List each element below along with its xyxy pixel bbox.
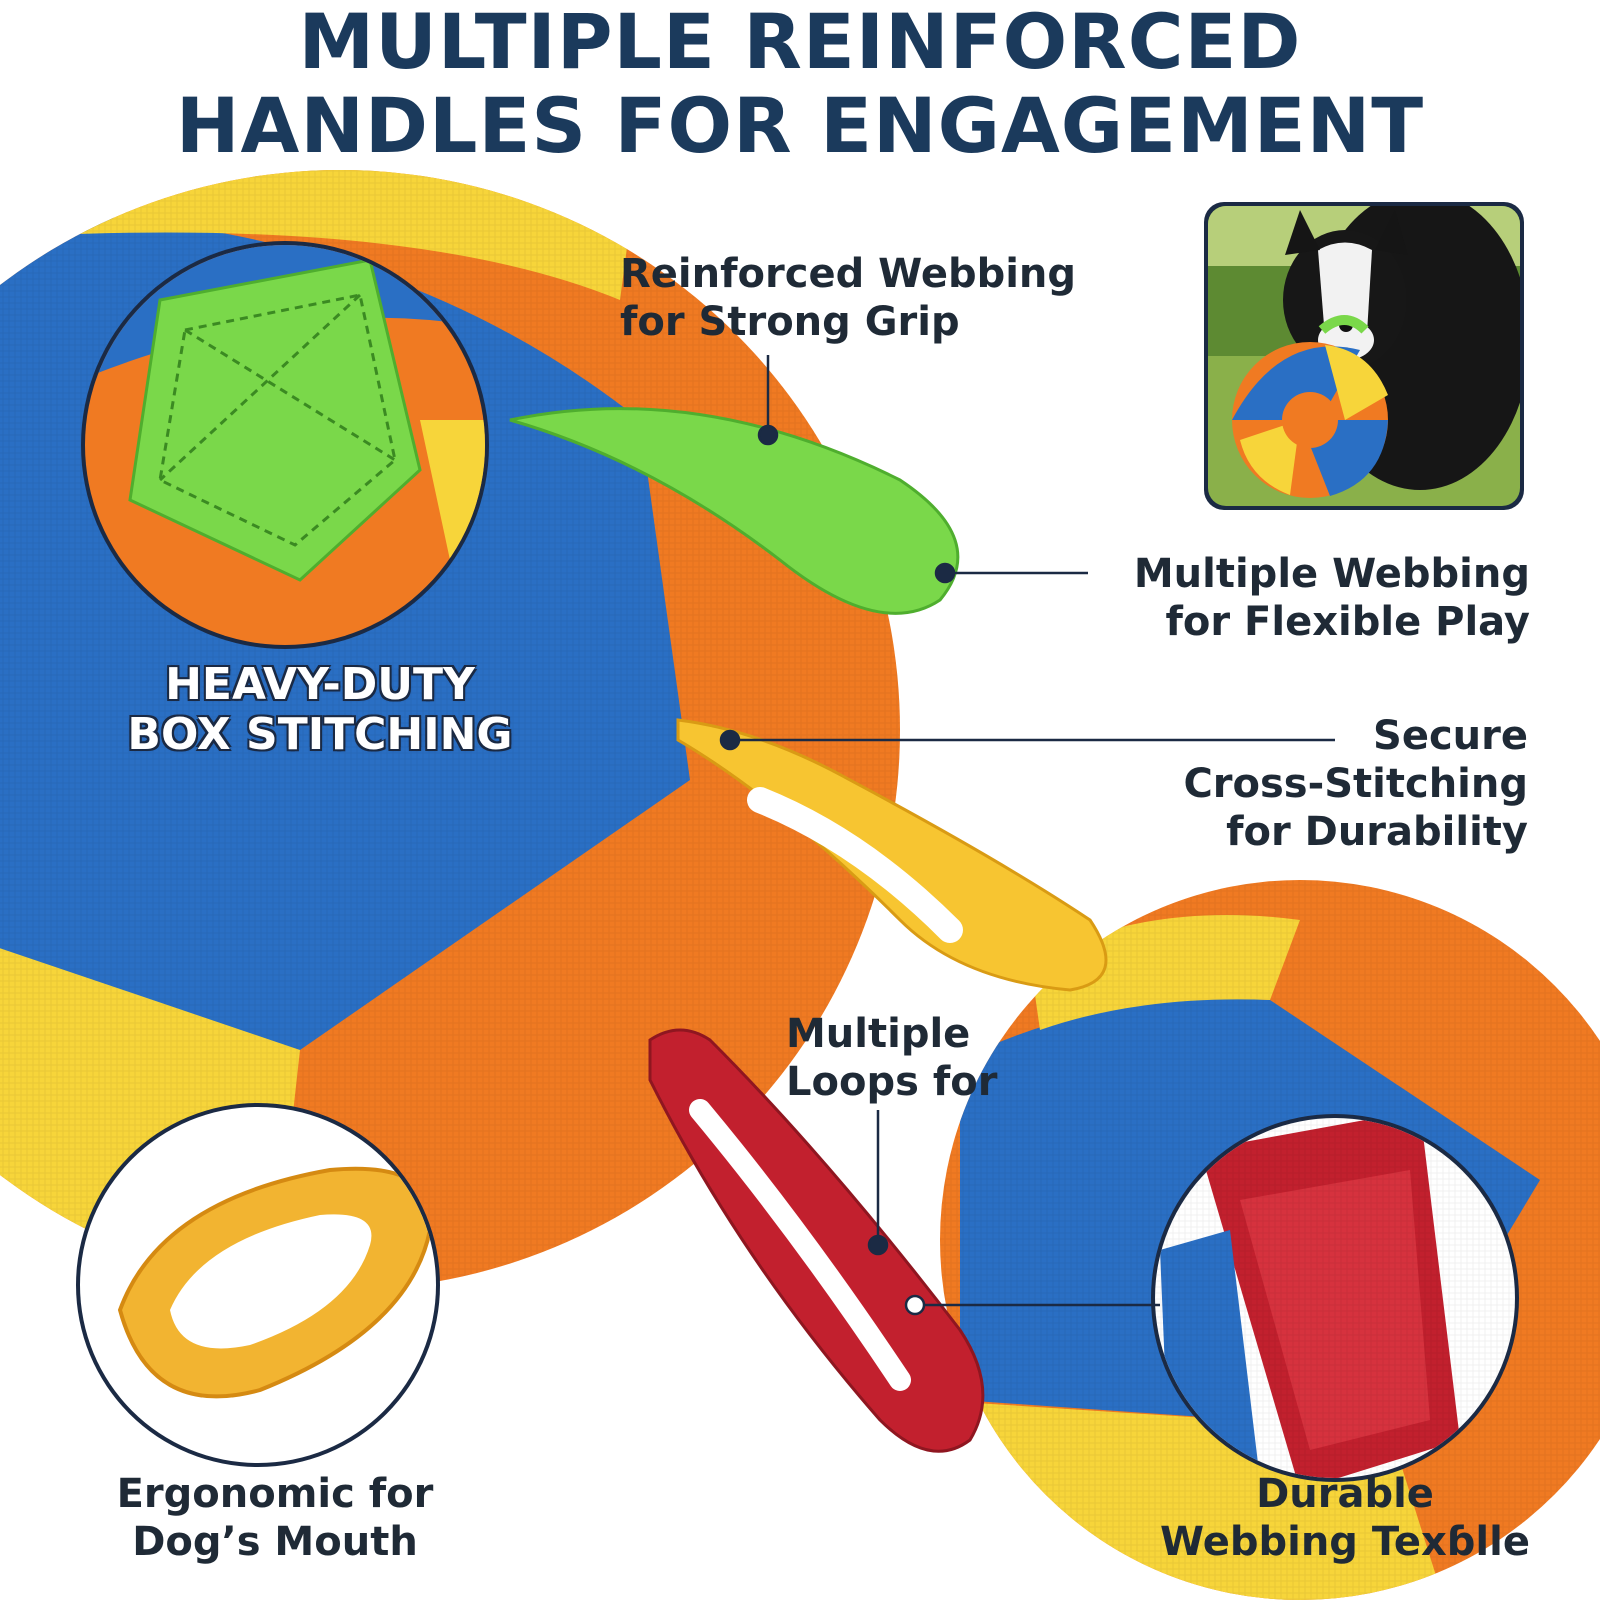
headline-line-1: MULTIPLE REINFORCED [298,0,1302,86]
callout-multiple-webbing-line-2: for Flexible Play [1165,599,1530,645]
callout-multiple-webbing: Multiple Webbing for Flexible Play [1050,550,1530,646]
callout-leaders [719,355,1335,1316]
headline-line-2: HANDLES FOR ENGAGEMENT [175,81,1425,170]
inset-webbing-texture [1151,1114,1519,1482]
label-heavy-duty-line-2: BOX STITCHING [127,709,513,760]
callout-secure-line-2: Cross-Stitching [1183,761,1528,807]
callout-secure-line-3: for Durability [1226,809,1528,855]
callout-multiple-webbing-line-1: Multiple Webbing [1133,551,1530,597]
inset-ergonomic [76,1103,440,1467]
callout-loops: Multiple Loops for [786,1010,1086,1106]
yellow-loop [676,718,1108,992]
callout-durable: Durable Webbing Texɓlle [1110,1470,1580,1566]
callout-reinforced-line-2: for Strong Grip [620,299,960,345]
green-loop [509,407,960,615]
callout-durable-line-2: Webbing Texɓlle [1160,1519,1530,1565]
callout-secure-line-1: Secure [1373,713,1528,759]
dog-photo [1204,202,1524,510]
callout-durable-line-1: Durable [1256,1471,1434,1517]
callout-ergonomic-line-2: Dog’s Mouth [132,1519,418,1565]
callout-loops-line-2: Loops for [786,1059,998,1105]
callout-ergonomic-line-1: Ergonomic for [116,1471,434,1517]
callout-ergonomic: Ergonomic for Dog’s Mouth [60,1470,490,1566]
callout-reinforced: Reinforced Webbing for Strong Grip [620,250,1180,346]
label-heavy-duty-line-1: HEAVY-DUTY [165,659,475,710]
headline: MULTIPLE REINFORCED HANDLES FOR ENGAGEME… [0,0,1600,168]
callout-secure: Secure Cross-Stitching for Durability [1080,712,1528,856]
inset-box-stitching [81,241,489,649]
callout-reinforced-line-1: Reinforced Webbing [620,251,1077,297]
label-heavy-duty: HEAVY-DUTY BOX STITCHING [50,660,590,760]
callout-loops-line-1: Multiple [786,1011,971,1057]
